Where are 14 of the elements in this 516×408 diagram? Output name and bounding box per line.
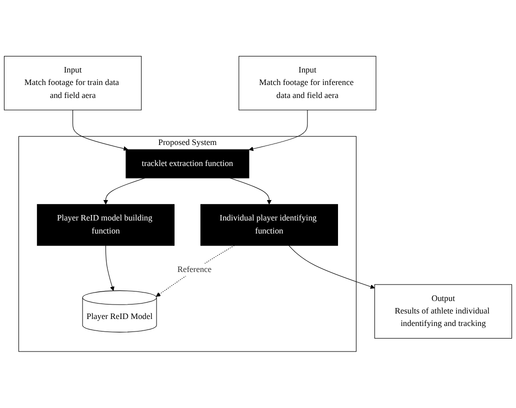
node-box: Input Match footage for train data and field aera	[4, 56, 142, 110]
arrow	[288, 245, 375, 289]
arrow	[105, 245, 114, 292]
arrow	[103, 178, 146, 205]
node-box: tracklet extraction function	[126, 149, 250, 178]
arrow	[248, 110, 308, 152]
arrow	[72, 110, 128, 151]
node-box: Player ReID model building function	[36, 204, 175, 246]
node-box: Output Results of athlete individual indentifying and tracking	[374, 284, 512, 339]
arrow	[156, 245, 235, 297]
node-box: Individual player identifying function	[200, 204, 338, 246]
arrow	[230, 178, 272, 205]
node-box: Input Match footage for inference data and field aera	[238, 56, 376, 110]
edge-label: Reference	[177, 265, 212, 274]
